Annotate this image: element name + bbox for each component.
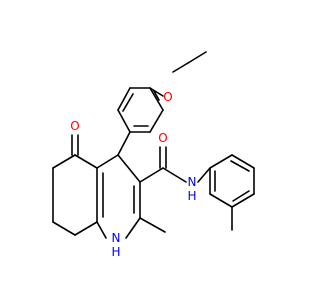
bond-ch2-o	[172, 62, 189, 73]
bond-c2-methyl	[139, 217, 166, 233]
bond-ethyl	[187, 51, 207, 64]
bond-n1-c8a	[96, 221, 107, 239]
bond-tol4	[231, 193, 255, 208]
bond-ar-inner1	[122, 93, 134, 112]
amide-oxygen-label: O	[158, 131, 167, 145]
ether-oxygen-label: O	[163, 90, 172, 104]
bond-c4-c3	[117, 154, 141, 183]
atom-labels: O O O N H N H	[70, 90, 196, 259]
molecule-canvas: O O O N H N H	[52, 51, 255, 259]
bond-ar3	[117, 109, 131, 133]
bond-camide-n	[162, 167, 187, 183]
bond-c3-camide	[139, 167, 164, 183]
bond-o-aryl	[149, 87, 164, 97]
amide-hydrogen-label: H	[187, 189, 196, 203]
bond-c7-c8	[52, 221, 76, 236]
bond-tol1	[209, 154, 233, 169]
bond-n-tolyl	[197, 167, 211, 183]
structure-diagram: O O O N H N H	[52, 51, 255, 259]
bond-ar5	[149, 109, 164, 133]
bond-tol2	[231, 154, 255, 169]
bond-c2-n1	[125, 217, 141, 239]
bond-c5-c6	[52, 154, 76, 169]
bond-tol-inner2	[232, 190, 250, 202]
bond-tol-inner1	[230, 160, 250, 172]
bond-ar6	[149, 87, 164, 111]
bond-ar2	[117, 87, 131, 111]
ring-hydrogen-label: H	[111, 245, 120, 259]
bond-c8-c8a	[74, 221, 98, 236]
ketone-oxygen-label: O	[70, 119, 79, 133]
amide-nitrogen-label: N	[188, 175, 197, 189]
bond-ar-inner3	[153, 90, 160, 101]
bond-c4-c4a	[96, 154, 119, 169]
ring-nitrogen-label: N	[112, 231, 121, 245]
bond-tol5	[209, 193, 233, 208]
bond-aryl-c4	[117, 131, 131, 156]
bonds	[52, 51, 255, 239]
bond-c4a-c5	[74, 154, 98, 169]
